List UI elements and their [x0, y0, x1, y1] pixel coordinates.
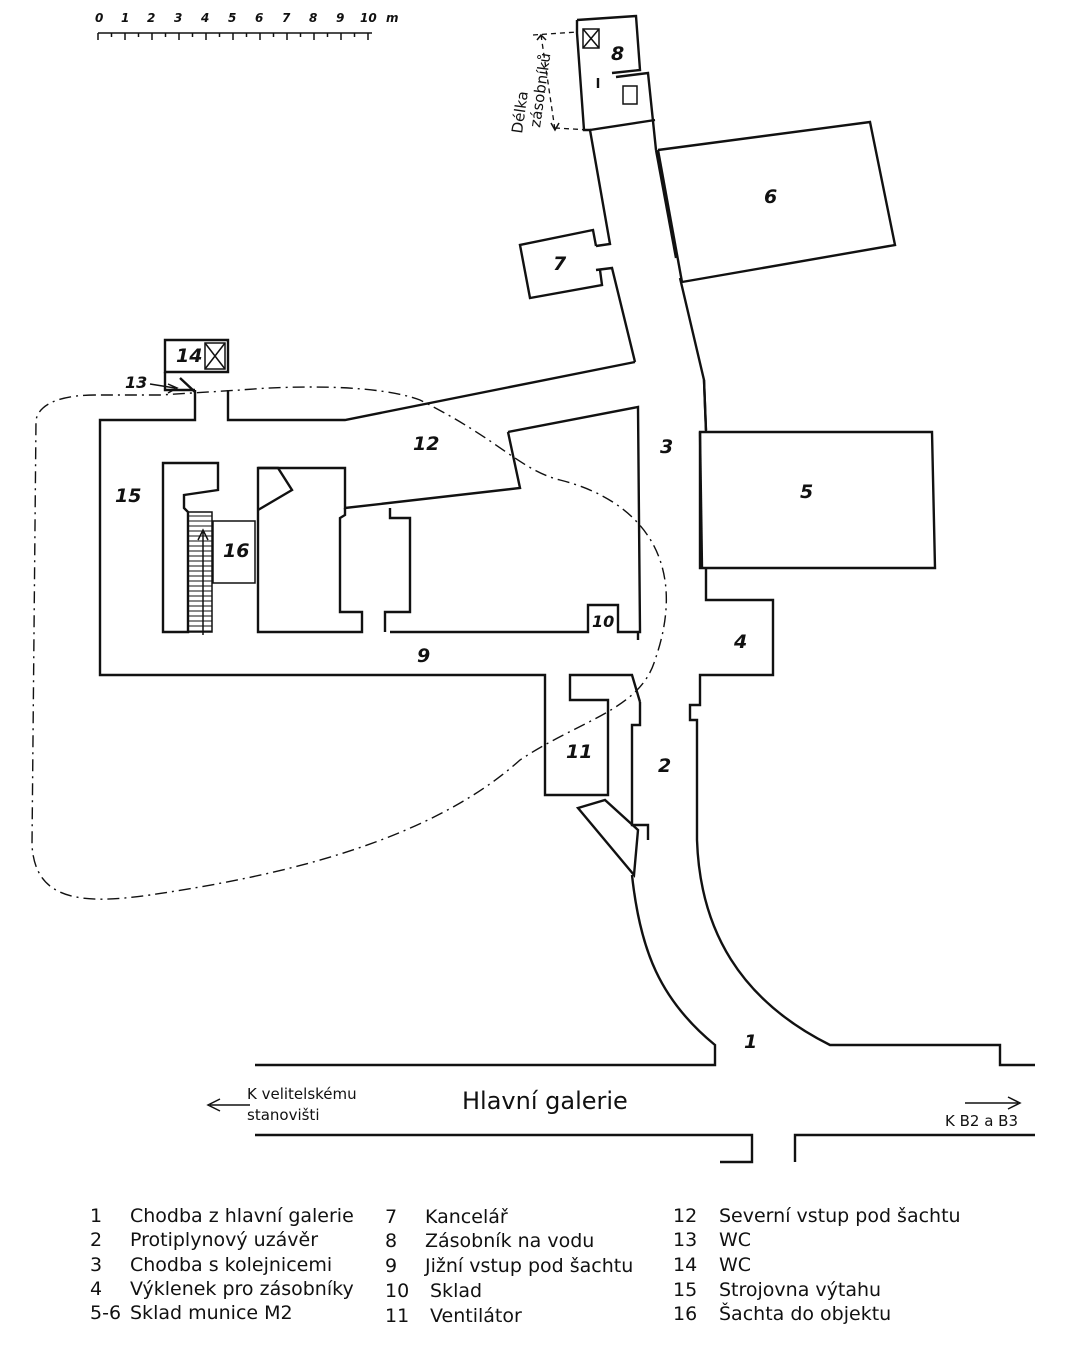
room-label-8: 8 [611, 43, 624, 65]
scale-tick-label: 1 [121, 11, 129, 25]
scale-tick-label: 10 [360, 11, 377, 25]
room-11 [543, 673, 642, 797]
shaft-16 [212, 520, 256, 584]
left-direction-line2: stanovišti [247, 1106, 319, 1124]
scale-tick-label: 9 [336, 11, 344, 25]
corridor-3-walls [575, 14, 708, 431]
room-7 [518, 228, 604, 300]
shaft-outline [31, 386, 668, 900]
scale-unit: m [386, 11, 399, 25]
room-label-4: 4 [733, 631, 747, 653]
room-label-14: 14 [176, 345, 202, 367]
stair-outline [187, 511, 213, 633]
room-label-2: 2 [658, 755, 671, 777]
room-label-5: 5 [800, 481, 813, 503]
room-label-11: 11 [566, 741, 592, 763]
scale-tick-label: 6 [255, 11, 263, 25]
room-label-1: 1 [744, 1031, 757, 1053]
main-gallery: K velitelskému stanovišti Hlavní galerie… [206, 1085, 1035, 1164]
room-label-10: 10 [592, 612, 614, 631]
scale-bar: 0 1 2 3 4 5 6 7 8 9 10 m [95, 11, 399, 40]
room-label-9: 9 [417, 645, 430, 667]
room-6 [657, 120, 897, 284]
tank-symbol [622, 85, 638, 105]
shaft-hall-walls [98, 338, 642, 680]
scale-tick-label: 2 [147, 11, 155, 25]
room-label-13: 13 [125, 373, 147, 392]
room-label-7: 7 [553, 253, 567, 275]
dimension-label-line1: Délka [508, 90, 532, 135]
room-label-6: 6 [764, 186, 777, 208]
right-direction: K B2 a B3 [945, 1112, 1018, 1130]
stair [187, 511, 213, 635]
floor-plan: 0 1 2 3 4 5 6 7 8 9 10 m Délka zásobníků [31, 11, 1035, 1164]
room-5 [698, 430, 937, 570]
scale-tick-label: 3 [174, 11, 182, 25]
room-label-15: 15 [115, 485, 141, 507]
room-label-12: 12 [413, 433, 439, 455]
room-label-3: 3 [660, 436, 673, 458]
room-label-16: 16 [223, 540, 249, 562]
stair-arrow [197, 528, 209, 635]
scale-tick-label: 5 [228, 11, 236, 25]
dimension-label-line2: zásobníků [526, 52, 554, 129]
gallery-title: Hlavní galerie [462, 1087, 628, 1115]
left-direction-line1: K velitelskému [247, 1085, 357, 1103]
scale-tick-label: 8 [309, 11, 317, 25]
corridor-1-2-4-walls [255, 379, 1035, 1067]
room-labels: 1 2 3 4 5 6 7 8 9 10 11 12 13 14 15 16 [115, 43, 813, 1053]
water-tank-symbol [582, 28, 600, 49]
wc-symbol [204, 342, 226, 370]
scale-tick-label: 4 [200, 11, 209, 25]
scale-tick-label: 0 [95, 11, 103, 25]
scale-tick-label: 7 [282, 11, 291, 25]
